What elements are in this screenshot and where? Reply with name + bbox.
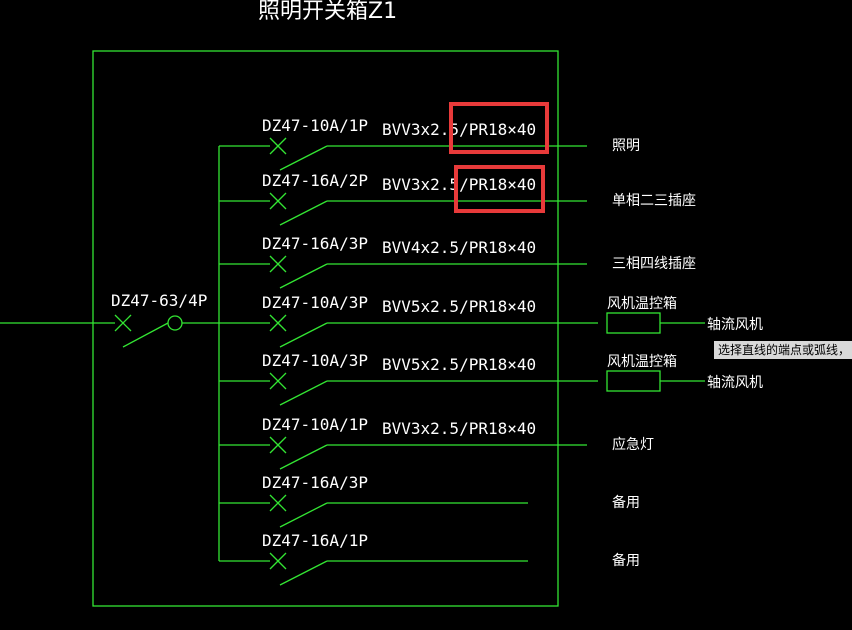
command-tooltip: 选择直线的端点或弧线， [714,341,852,359]
device-load-label: 轴流风机 [707,375,763,391]
branch-breaker-symbol[interactable] [269,494,328,528]
cable-spec-label: BVV4x2.5/PR18×40 [382,238,536,257]
cable-spec-label: BVV3x2.5/PR18×40 [382,120,536,139]
cable-spec-label: BVV5x2.5/PR18×40 [382,297,536,316]
circuit-row: DZ47-10A/1P BVV3x2.5/PR18×40 照明 [219,116,640,171]
main-breaker-label: DZ47-63/4P [111,291,207,310]
branch-breaker-label: DZ47-16A/3P [262,473,368,492]
branch-breaker-label: DZ47-16A/3P [262,234,368,253]
load-label: 备用 [612,552,640,569]
branch-breaker-label: DZ47-10A/3P [262,351,368,370]
circuit-row: DZ47-10A/1P BVV3x2.5/PR18×40 应急灯 [219,415,654,470]
branch-breaker-label: DZ47-16A/1P [262,531,368,550]
branch-breaker-symbol[interactable] [269,314,328,348]
circuit-row: DZ47-16A/3P 备用 [219,473,640,528]
control-box-label: 风机温控箱 [607,354,677,370]
panel-enclosure[interactable] [92,50,559,607]
circuit-row: DZ47-16A/1P 备用 [219,531,640,586]
control-box-label: 风机温控箱 [607,296,677,312]
branch-breaker-symbol[interactable] [269,372,328,406]
branch-breaker-symbol[interactable] [269,255,328,289]
load-label: 三相四线插座 [612,256,696,272]
load-label: 单相二三插座 [612,193,696,209]
highlight-box-2 [454,165,545,213]
circuit-row: DZ47-16A/3P BVV4x2.5/PR18×40 三相四线插座 [219,234,696,289]
device-load-label: 轴流风机 [707,317,763,333]
load-label: 备用 [612,494,640,511]
cable-spec-label: BVV5x2.5/PR18×40 [382,355,536,374]
cable-spec-label: BVV3x2.5/PR18×40 [382,419,536,438]
branch-breaker-label: DZ47-16A/2P [262,171,368,190]
diagram-title: 照明开关箱Z1 [258,0,397,24]
main-breaker[interactable] [114,314,219,348]
cable-spec-label: BVV3x2.5/PR18×40 [382,175,536,194]
control-box[interactable] [606,312,661,334]
branch-breaker-symbol[interactable] [269,137,328,171]
branch-breaker-symbol[interactable] [269,192,328,226]
circuit-rows: DZ47-10A/1P BVV3x2.5/PR18×40 照明 DZ47-16A/2P… [219,116,763,586]
branch-breaker-label: DZ47-10A/1P [262,415,368,434]
branch-breaker-label: DZ47-10A/1P [262,116,368,135]
branch-breaker-symbol[interactable] [269,436,328,470]
branch-breaker-label: DZ47-10A/3P [262,293,368,312]
control-box[interactable] [606,370,661,392]
load-label: 照明 [612,138,640,154]
highlight-box-1 [449,102,549,154]
branch-breaker-symbol[interactable] [269,552,328,586]
load-label: 应急灯 [612,436,654,453]
circuit-row: DZ47-16A/2P BVV3x2.5/PR18×40 单相二三插座 [219,171,696,226]
